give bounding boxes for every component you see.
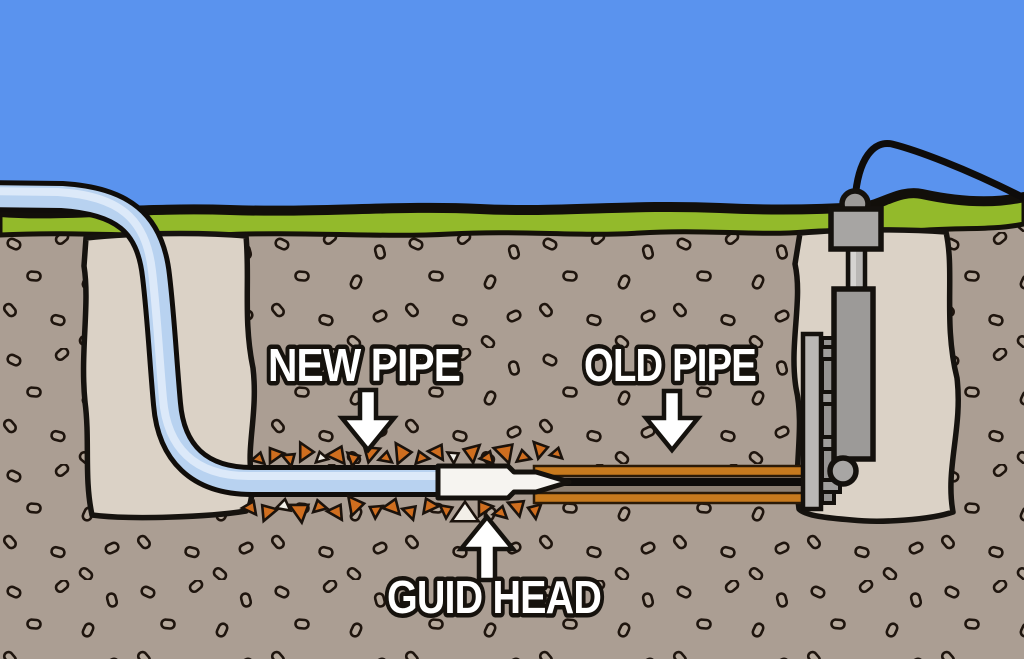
arrow-up-guide-head-icon <box>456 513 518 583</box>
debris-shard <box>347 449 362 466</box>
debris-shard <box>326 442 350 463</box>
soil-speckles <box>0 222 1024 659</box>
debris-shard <box>282 449 299 467</box>
arrow-down-new-pipe-icon <box>337 387 399 454</box>
machine-head-block <box>828 206 884 252</box>
label-new-pipe: NEW PIPE <box>268 339 460 391</box>
debris-shard <box>327 501 348 520</box>
old-pipe <box>532 464 812 505</box>
debris-shard <box>276 498 292 511</box>
debris-shard <box>448 448 462 463</box>
debris-shard <box>493 504 510 518</box>
label-old-pipe: OLD PIPE <box>584 339 756 391</box>
debris-shard <box>440 501 456 518</box>
debris-shard <box>460 440 479 462</box>
pulling-rod <box>556 478 810 486</box>
debris-shard <box>379 450 394 462</box>
debris-shard <box>418 495 439 513</box>
debris-shard <box>480 449 497 464</box>
debris-shards <box>242 437 564 523</box>
pulling-cable <box>851 139 1024 204</box>
old-pipe-bottom-wall <box>532 491 812 505</box>
debris-shard <box>472 496 493 516</box>
debris-shard <box>289 496 314 523</box>
debris-shard <box>242 498 261 514</box>
new-pipe <box>0 180 450 497</box>
hydraulic-cylinder <box>831 286 876 462</box>
debris-shard <box>412 449 429 464</box>
debris-shard <box>383 496 404 514</box>
callouts <box>337 387 703 583</box>
debris-shard <box>428 441 449 460</box>
piston-rod-highlight <box>851 242 856 296</box>
guide-head <box>435 463 572 501</box>
debris-shard <box>452 502 479 522</box>
debris-shard <box>525 501 541 519</box>
new-pipe-highlight <box>0 187 442 480</box>
machine-wheel <box>827 455 859 487</box>
debris-shard <box>402 501 421 520</box>
debris-shard <box>534 439 550 459</box>
hydraulic-pulling-machine <box>800 188 884 512</box>
arrow-down-old-pipe-icon <box>641 388 703 454</box>
debris-shard <box>310 498 327 512</box>
debris-shard <box>263 443 284 463</box>
label-guide-head: GUID HEAD <box>387 571 601 623</box>
debris-shard <box>508 494 530 516</box>
debris-shard <box>366 501 382 519</box>
debris-shard <box>515 449 531 462</box>
debris-shard <box>494 437 520 463</box>
anchor-plate <box>800 331 824 512</box>
debris-shard <box>348 494 366 516</box>
debris-shard <box>396 442 413 464</box>
debris-shard <box>251 451 267 464</box>
ground-surface-line <box>0 188 1024 219</box>
debris-shard <box>550 446 565 458</box>
debris-shard <box>255 499 277 521</box>
old-pipe-top-wall <box>532 464 812 478</box>
debris-shard <box>300 443 314 462</box>
